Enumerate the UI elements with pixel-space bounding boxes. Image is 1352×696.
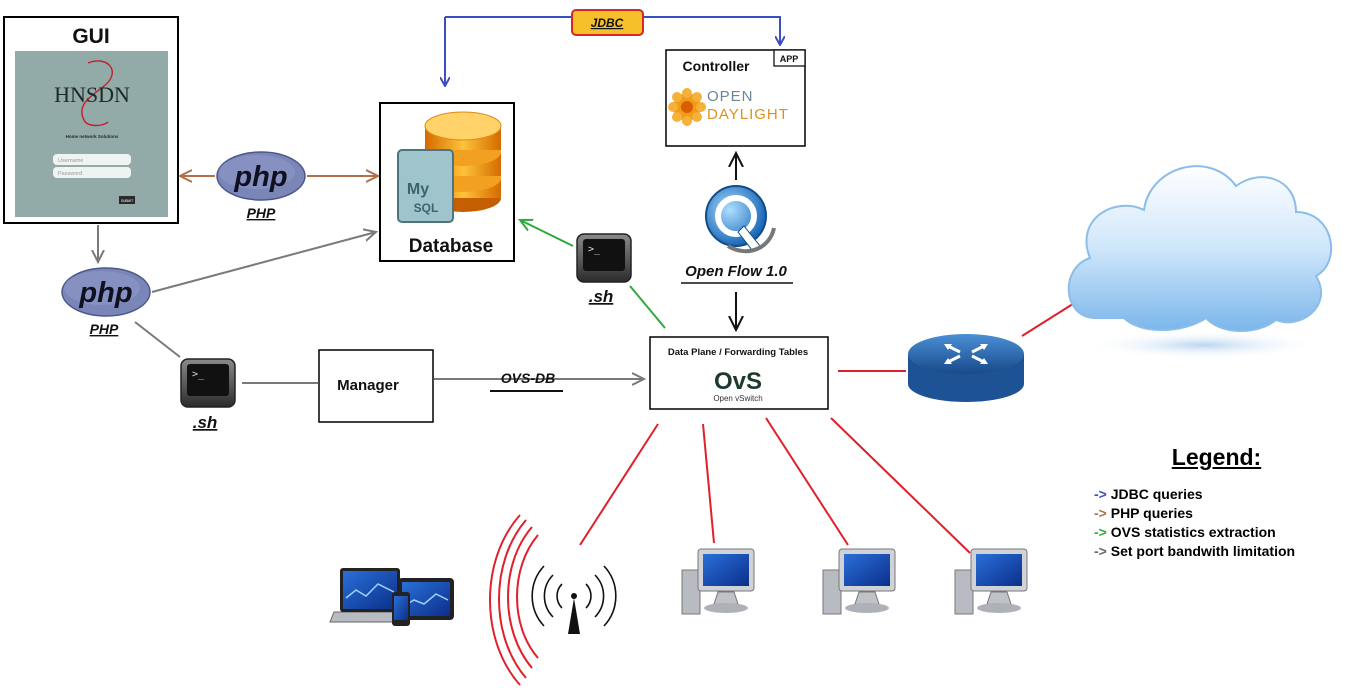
dataplane-title: Data Plane / Forwarding Tables: [668, 347, 808, 358]
database-label: Database: [409, 236, 494, 257]
hnsdn-brand: HNSDN: [54, 82, 130, 107]
mobile-devices-icon: [329, 568, 454, 626]
desktop-pc-icon-3: [954, 548, 1028, 615]
gui-panel: GUI HNSDN Home network Solutions Usernam…: [3, 16, 179, 224]
router-icon: [908, 334, 1024, 402]
legend-text-jdbc: JDBC queries: [1110, 486, 1203, 502]
dataplane-pc3-link: [830, 417, 971, 554]
controller-box: APP Controller OPEN DAYLIGHT: [665, 49, 806, 147]
database-box: My SQL Database: [379, 102, 515, 262]
password-placeholder: Password: [58, 171, 82, 177]
username-placeholder: Username: [58, 158, 83, 164]
dataplane-to-sh-line: [629, 285, 666, 329]
sh-to-database-arrow: [520, 220, 574, 247]
legend-item-bandwidth: -> Set port bandwith limitation: [1094, 542, 1349, 561]
php-logo-left: php PHP: [61, 267, 151, 337]
ovs-logo: OvS: [714, 368, 762, 395]
php-logo-top: php PHP: [216, 151, 306, 221]
mysql-logo-bottom: SQL: [414, 201, 439, 215]
mysql-logo-icon: [397, 149, 454, 223]
php-to-database-config-arrow: [151, 232, 376, 293]
legend: Legend: -> JDBC queries -> PHP queries -…: [1094, 444, 1349, 561]
php-label-left: PHP: [90, 321, 119, 337]
submit-button[interactable]: [119, 196, 135, 204]
jdbc-link-top-right: [643, 16, 780, 44]
opendaylight-logo-bottom: DAYLIGHT: [707, 106, 789, 123]
desktop-pc-icon-1: [681, 548, 755, 615]
sh-prompt-left: >_: [192, 369, 205, 380]
app-tag: APP: [780, 54, 799, 64]
legend-item-ovs: -> OVS statistics extraction: [1094, 523, 1349, 542]
dataplane-wifi-link: [579, 423, 659, 546]
php-label-top: PHP: [247, 205, 276, 221]
sh-label-left: .sh: [193, 413, 218, 432]
cloud-icon: [1067, 165, 1333, 359]
desktop-pc-icon-2: [822, 548, 896, 615]
hnsdn-swirl-icon: [81, 60, 113, 127]
mysql-logo-top: My: [407, 181, 429, 198]
openflow-icon: [705, 185, 776, 254]
legend-arrow-ovs: ->: [1094, 524, 1107, 540]
php-to-sh-line: [134, 321, 181, 358]
legend-arrow-jdbc: ->: [1094, 486, 1107, 502]
php-logo-text-top: php: [233, 161, 287, 193]
sh-prompt-top: >_: [588, 244, 601, 255]
legend-item-jdbc: -> JDBC queries: [1094, 485, 1349, 504]
opendaylight-flower-icon: [668, 88, 706, 126]
openflow-label: Open Flow 1.0: [685, 263, 787, 280]
opendaylight-logo-top: OPEN: [707, 88, 754, 105]
username-field[interactable]: [53, 154, 131, 165]
wifi-antenna-icon: [531, 565, 617, 634]
wifi-signal-arcs-icon: [489, 514, 539, 686]
ovs-subtitle: Open vSwitch: [713, 394, 762, 403]
manager-box: Manager: [318, 349, 434, 423]
gui-tagline: Home network Solutions: [66, 134, 119, 139]
gui-title: GUI: [72, 25, 109, 48]
controller-title: Controller: [683, 58, 750, 74]
dataplane-box: Data Plane / Forwarding Tables OvS Open …: [649, 336, 829, 410]
legend-arrow-bandwidth: ->: [1094, 543, 1107, 559]
jdbc-label: JDBC: [591, 16, 624, 30]
legend-arrow-php: ->: [1094, 505, 1107, 521]
sh-terminal-left: >_ .sh: [180, 358, 236, 432]
manager-label: Manager: [337, 377, 399, 394]
legend-text-ovs: OVS statistics extraction: [1110, 524, 1276, 540]
dataplane-pc1-link: [702, 423, 715, 544]
legend-text-bandwidth: Set port bandwith limitation: [1110, 543, 1296, 559]
password-field[interactable]: [53, 167, 131, 178]
sh-label-top: .sh: [589, 287, 614, 306]
sh-terminal-top: >_ .sh: [576, 233, 632, 306]
legend-title: Legend:: [1171, 444, 1262, 470]
router-cloud-link: [1021, 301, 1077, 337]
legend-text-php: PHP queries: [1110, 505, 1193, 521]
ovsdb-label: OVS-DB: [501, 370, 555, 386]
legend-item-php: -> PHP queries: [1094, 504, 1349, 523]
dataplane-pc2-link: [765, 417, 849, 546]
jdbc-badge: JDBC: [571, 9, 644, 36]
submit-label: SUBMIT: [121, 199, 133, 203]
php-logo-text-left: php: [78, 277, 132, 309]
